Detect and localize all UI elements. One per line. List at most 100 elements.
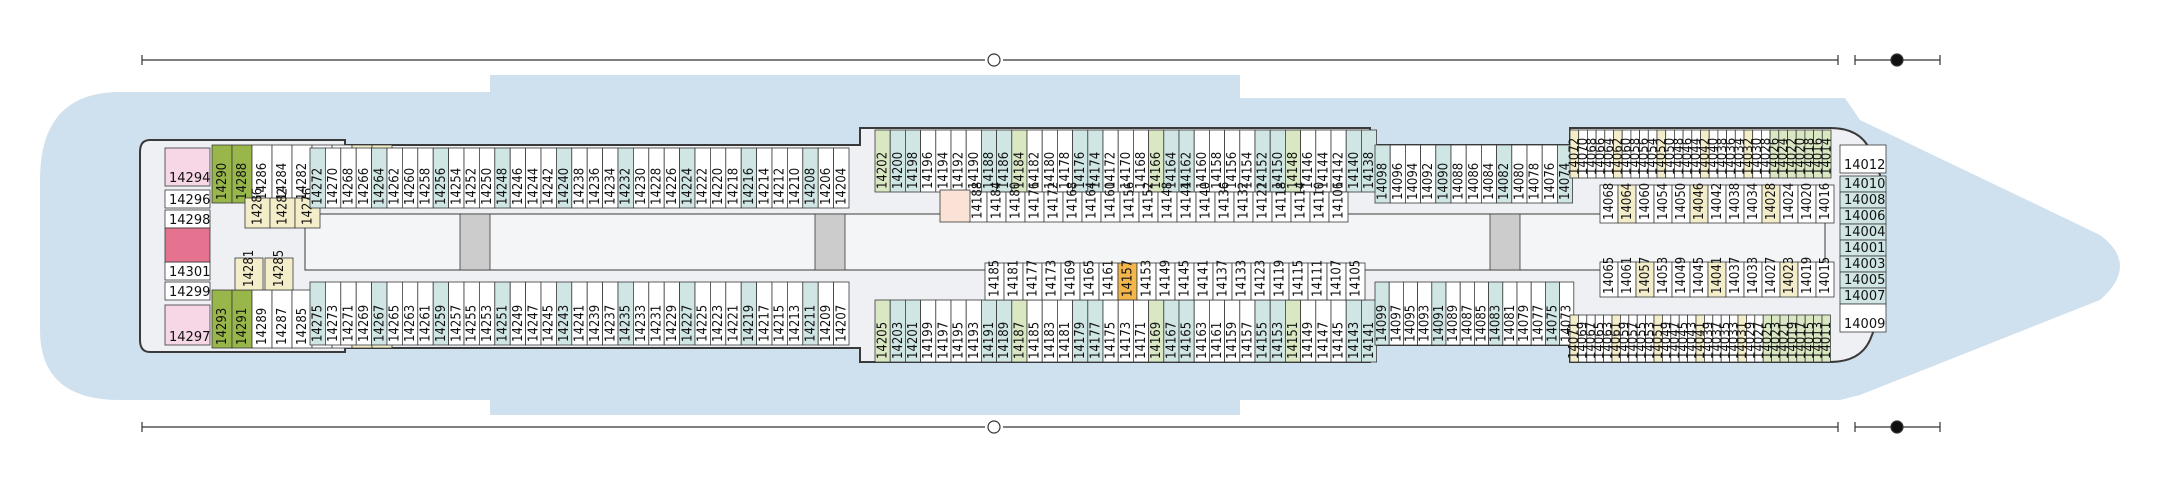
cabin-14141[interactable]: 14141 — [1361, 299, 1378, 363]
cabin-14011[interactable]: 14011 — [1819, 314, 1834, 363]
cabin-14092[interactable]: 14092 — [1420, 144, 1437, 204]
cabin-14176[interactable]: 14176 — [1072, 129, 1089, 193]
cabin-14061[interactable]: 14061 — [1617, 257, 1637, 298]
cabin-14286[interactable]: 14286 — [244, 188, 271, 229]
cabin-14196[interactable]: 14196 — [920, 129, 937, 193]
cabin-14123[interactable]: 14123 — [1250, 260, 1271, 301]
cabin-14006[interactable]: 14006 — [1839, 207, 1887, 225]
cabin-14189[interactable]: 14189 — [996, 299, 1013, 363]
cabin-14106[interactable]: 14106 — [1328, 182, 1349, 223]
cabin-14168[interactable]: 14168 — [1133, 129, 1150, 193]
cabin-14149[interactable]: 14149 — [1155, 260, 1176, 301]
cabin-14065[interactable]: 14065 — [1599, 257, 1619, 298]
cabin-14085[interactable]: 14085 — [1474, 281, 1490, 346]
cabin-14173[interactable]: 14173 — [1117, 299, 1134, 363]
cabin-14042[interactable]: 14042 — [1707, 183, 1727, 224]
cabin-14212[interactable]: 14212 — [771, 147, 788, 209]
cabin-14214[interactable]: 14214 — [756, 147, 773, 209]
cabin-14068[interactable]: 14068 — [1599, 183, 1619, 224]
cabin-14091[interactable]: 14091 — [1431, 281, 1447, 346]
cabin-14264[interactable]: 14264 — [371, 147, 388, 209]
cabin-14222[interactable]: 14222 — [694, 147, 711, 209]
cabin-14016[interactable]: 14016 — [1815, 183, 1835, 224]
cabin-14160[interactable]: 14160 — [1100, 182, 1121, 223]
cabin-14294[interactable]: 14294 — [164, 147, 211, 187]
cabin-14171[interactable]: 14171 — [1133, 299, 1150, 363]
cabin-14217[interactable]: 14217 — [756, 281, 773, 346]
cabin-14099[interactable]: 14099 — [1374, 281, 1390, 346]
cabin-14218[interactable]: 14218 — [725, 147, 742, 209]
cabin-14232[interactable]: 14232 — [617, 147, 634, 209]
cabin-14136[interactable]: 14136 — [1214, 182, 1235, 223]
cabin-14206[interactable]: 14206 — [817, 147, 835, 209]
cabin-14050[interactable]: 14050 — [1671, 183, 1691, 224]
cabin-14177[interactable]: 14177 — [1022, 260, 1043, 301]
cabin-14275[interactable]: 14275 — [309, 281, 326, 346]
cabin-14297[interactable]: 14297 — [164, 304, 211, 346]
cabin-14255[interactable]: 14255 — [463, 281, 480, 346]
cabin-14237[interactable]: 14237 — [602, 281, 619, 346]
cabin-14285[interactable]: 14285 — [264, 250, 294, 291]
cabin-14188[interactable]: 14188 — [981, 129, 998, 193]
cabin-14001[interactable]: 14001 — [1839, 239, 1887, 257]
cabin-14015[interactable]: 14015 — [1815, 257, 1835, 298]
cabin-14249[interactable]: 14249 — [509, 281, 527, 346]
cabin-14268[interactable]: 14268 — [340, 147, 357, 209]
cabin-14296[interactable]: 14296 — [164, 189, 211, 209]
cabin-14096[interactable]: 14096 — [1389, 144, 1406, 204]
cabin-14172[interactable]: 14172 — [1043, 182, 1064, 223]
cabin-14167[interactable]: 14167 — [1163, 299, 1180, 363]
cabin-14224[interactable]: 14224 — [679, 147, 696, 209]
cabin-14151[interactable]: 14151 — [1285, 299, 1302, 363]
cabin-14088[interactable]: 14088 — [1450, 144, 1467, 204]
cabin-14269[interactable]: 14269 — [355, 281, 373, 346]
cabin-14184[interactable]: 14184 — [986, 182, 1007, 223]
cabin-14045[interactable]: 14045 — [1689, 257, 1709, 298]
cabin-14012[interactable]: 14012 — [1839, 144, 1887, 174]
cabin-14192[interactable]: 14192 — [950, 129, 967, 193]
cabin-14156[interactable]: 14156 — [1224, 129, 1241, 193]
cabin-14201[interactable]: 14201 — [905, 299, 922, 363]
cabin-14258[interactable]: 14258 — [417, 147, 434, 209]
cabin-14260[interactable]: 14260 — [401, 147, 419, 209]
cabin-14023[interactable]: 14023 — [1779, 257, 1799, 298]
cabin-14024[interactable]: 14024 — [1779, 183, 1799, 224]
cabin-14234[interactable]: 14234 — [602, 147, 619, 209]
cabin-14110[interactable]: 14110 — [1309, 182, 1330, 223]
cabin-14084[interactable]: 14084 — [1481, 144, 1498, 204]
cabin-14168[interactable]: 14168 — [1062, 182, 1083, 223]
cabin-14252[interactable]: 14252 — [463, 147, 480, 209]
cabin-14034[interactable]: 14034 — [1743, 183, 1763, 224]
cabin-14060[interactable]: 14060 — [1635, 183, 1655, 224]
cabin-14298[interactable]: 14298 — [164, 209, 211, 229]
cabin-14195[interactable]: 14195 — [950, 299, 967, 363]
cabin-14230[interactable]: 14230 — [633, 147, 650, 209]
cabin-14157[interactable]: 14157 — [1239, 299, 1256, 363]
cabin-14202[interactable]: 14202 — [874, 129, 891, 193]
cabin-14145[interactable]: 14145 — [1174, 260, 1195, 301]
cabin-14161[interactable]: 14161 — [1209, 299, 1226, 363]
cabin-14169[interactable]: 14169 — [1148, 299, 1165, 363]
cabin-14007[interactable]: 14007 — [1839, 287, 1887, 305]
cabin-14211[interactable]: 14211 — [802, 281, 819, 346]
cabin-14140[interactable]: 14140 — [1345, 129, 1362, 193]
cabin-14289[interactable]: 14289 — [251, 289, 273, 349]
cabin-14078[interactable]: 14078 — [1526, 144, 1543, 204]
cabin-14223[interactable]: 14223 — [710, 281, 727, 346]
cabin-14235[interactable]: 14235 — [617, 281, 634, 346]
cabin-14200[interactable]: 14200 — [889, 129, 906, 193]
cabin-14028[interactable]: 14028 — [1761, 183, 1781, 224]
cabin-14148[interactable]: 14148 — [1157, 182, 1178, 223]
cabin-14133[interactable]: 14133 — [1231, 260, 1252, 301]
cabin-14240[interactable]: 14240 — [556, 147, 573, 209]
cabin-14046[interactable]: 14046 — [1689, 183, 1709, 224]
cabin-14087[interactable]: 14087 — [1459, 281, 1475, 346]
cabin-14299[interactable]: 14299 — [164, 281, 211, 301]
cabin-14010[interactable]: 14010 — [1839, 175, 1887, 193]
cabin-14225[interactable]: 14225 — [694, 281, 711, 346]
cabin-14137[interactable]: 14137 — [1212, 260, 1233, 301]
cabin-14169[interactable]: 14169 — [1060, 260, 1081, 301]
cabin-14081[interactable]: 14081 — [1502, 281, 1518, 346]
cabin-14152[interactable]: 14152 — [1138, 182, 1159, 223]
cabin-14094[interactable]: 14094 — [1405, 144, 1422, 204]
